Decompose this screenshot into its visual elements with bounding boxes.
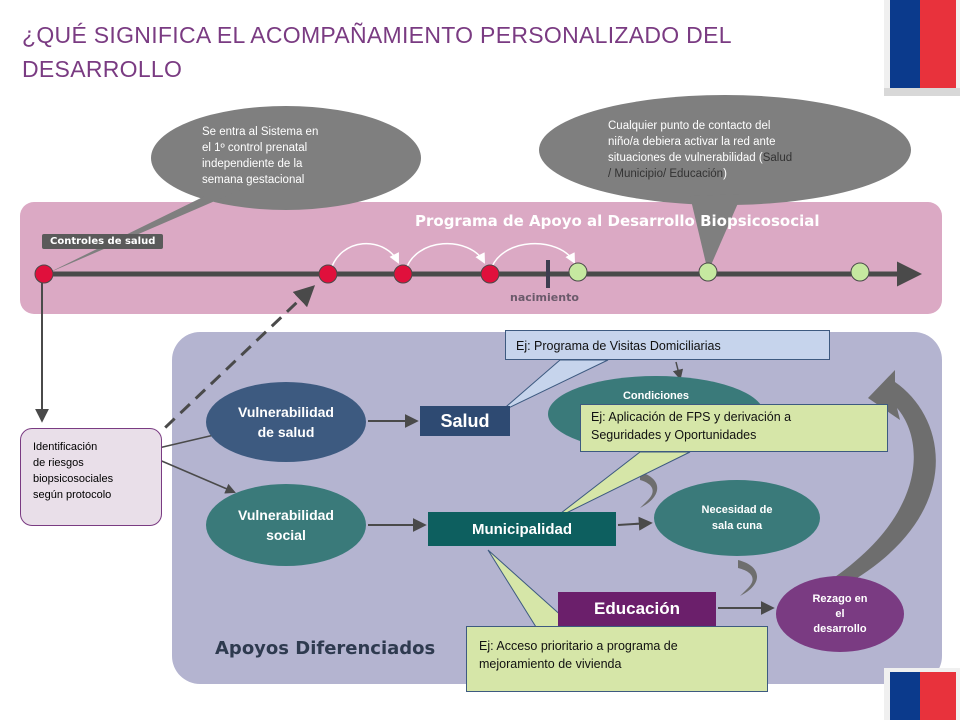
- entry-bubble-line: Se entra al Sistema en: [202, 126, 319, 138]
- timeline-dot-prenatal: [480, 264, 500, 284]
- fps-callout-tail: [551, 451, 691, 521]
- controls-label: Controles de salud: [42, 234, 164, 249]
- program-title: Programa de Apoyo al Desarrollo Biopsico…: [415, 212, 820, 230]
- page-title: ¿QUÉ SIGNIFICA EL ACOMPAÑAMIENTO PERSONA…: [22, 18, 842, 86]
- flag-logo-icon: [884, 0, 960, 96]
- municipalidad-box: Municipalidad: [428, 512, 616, 546]
- cycle-arrow-icon: [815, 370, 936, 590]
- timeline-dot-prenatal: [34, 264, 54, 284]
- control-arcs: [329, 242, 575, 273]
- entry-speech-bubble: [46, 106, 421, 274]
- entry-bubble-text: Se entra al Sistema en el 1º control pre…: [202, 124, 402, 188]
- contact-bubble-line: / Municipio/ Educación): [608, 168, 727, 180]
- contact-bubble-line: situaciones de vulnerabilidad (Salud: [608, 152, 793, 164]
- arrow-to-condiciones: [672, 361, 684, 381]
- educacion-box: Educación: [558, 592, 716, 626]
- page-title-line-2: DESARROLLO: [22, 56, 183, 82]
- identification-line: de riesgos: [33, 457, 84, 469]
- timeline-dot-postnatal: [850, 262, 870, 282]
- contact-bubble-text: Cualquier punto de contacto del niño/a d…: [608, 118, 848, 182]
- arrow-to-vuln-social: [149, 455, 236, 494]
- curved-arrow-icon: [738, 560, 758, 596]
- entry-bubble-line: semana gestacional: [202, 174, 305, 186]
- page-title-line-1: ¿QUÉ SIGNIFICA EL ACOMPAÑAMIENTO PERSONA…: [22, 22, 732, 48]
- curved-arrow-icon: [640, 472, 658, 508]
- timeline-dots: [34, 262, 870, 284]
- identification-box: Identificación de riesgos biopsicosocial…: [20, 428, 162, 526]
- timeline-dot-postnatal: [698, 262, 718, 282]
- identification-line: Identificación: [33, 441, 98, 453]
- contact-speech-bubble: [539, 95, 911, 272]
- entry-bubble-line: el 1º control prenatal: [202, 142, 308, 154]
- arrow-to-sala-cuna: [617, 516, 653, 531]
- identification-line: según protocolo: [33, 489, 112, 501]
- timeline-dot-prenatal: [318, 264, 338, 284]
- contact-bubble-line: Cualquier punto de contacto del: [608, 120, 771, 132]
- timeline-dot-prenatal: [393, 264, 413, 284]
- salud-box: Salud: [420, 406, 510, 436]
- timeline-dot-postnatal: [568, 262, 588, 282]
- dashed-feedback-arrow: [148, 285, 316, 444]
- callout-visitas: Ej: Programa de Visitas Domiciliarias: [505, 330, 830, 360]
- contact-bubble-line: niño/a debiera activar la red ante: [608, 136, 776, 148]
- callout-fps: Ej: Aplicación de FPS y derivación a Seg…: [580, 404, 888, 452]
- entry-bubble-line: independiente de la: [202, 158, 303, 170]
- identification-line: biopsicosociales: [33, 473, 114, 485]
- flag-logo-bottom-icon: [884, 668, 960, 720]
- visitas-callout-tail: [499, 359, 609, 413]
- birth-label: nacimiento: [510, 291, 579, 304]
- callout-vivienda: Ej: Acceso prioritario a programa de mej…: [466, 626, 768, 692]
- support-section-label: Apoyos Diferenciados: [215, 638, 436, 659]
